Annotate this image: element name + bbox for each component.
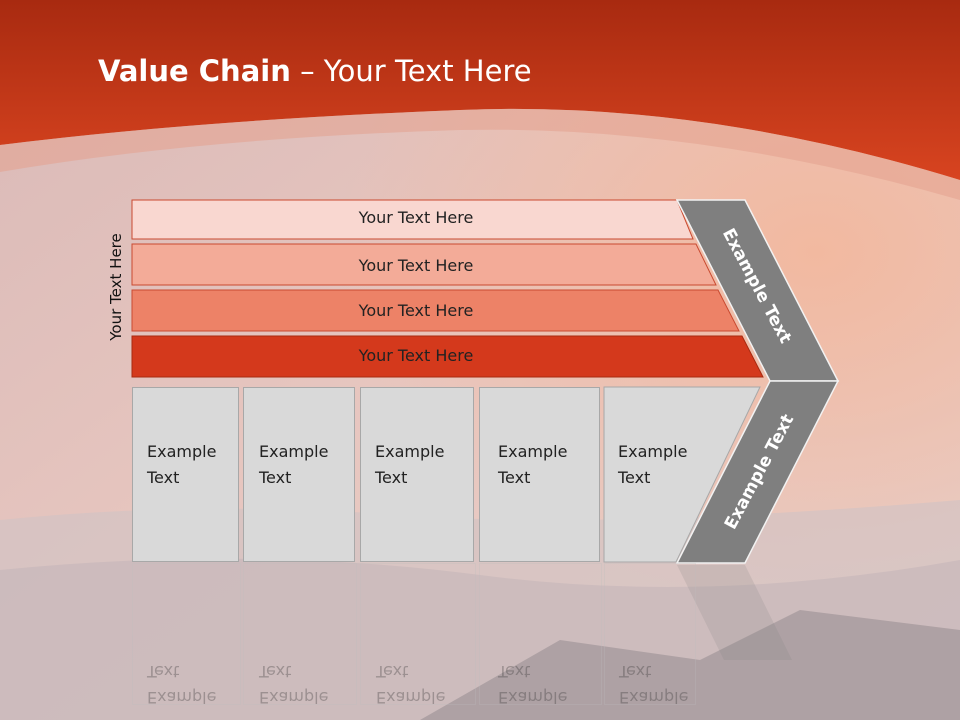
box-3-reflection: Example Text bbox=[360, 563, 476, 705]
box-2-reflection: Example Text bbox=[243, 563, 357, 705]
box-4-text: Example Text bbox=[498, 442, 568, 487]
box-2 bbox=[243, 387, 355, 562]
box-5-reflection: Example Text bbox=[604, 563, 696, 705]
box-2-text: Example Text bbox=[259, 442, 329, 487]
box-4 bbox=[479, 387, 600, 562]
box-4-reflection: Example Text bbox=[479, 563, 602, 705]
box-5-shape bbox=[603, 386, 761, 563]
band-4 bbox=[131, 335, 764, 378]
chevron-lower bbox=[675, 380, 840, 564]
band-1 bbox=[131, 199, 694, 240]
band-2-label: Your Text Here bbox=[358, 256, 474, 275]
box-1 bbox=[132, 387, 239, 562]
box-5-text: Example Text bbox=[618, 442, 688, 487]
slide-title: Value Chain – Your Text Here bbox=[98, 54, 532, 88]
band-2 bbox=[131, 243, 717, 286]
box-3-text: Example Text bbox=[375, 442, 445, 487]
box-1-reflection: Example Text bbox=[132, 563, 241, 705]
chevron-reflection bbox=[677, 565, 792, 660]
box-1-text: Example Text bbox=[147, 442, 217, 487]
band-1-label: Your Text Here bbox=[358, 208, 474, 227]
band-3 bbox=[131, 289, 740, 332]
band-3-label: Your Text Here bbox=[358, 301, 474, 320]
box-3 bbox=[360, 387, 474, 562]
band-4-label: Your Text Here bbox=[358, 346, 474, 365]
